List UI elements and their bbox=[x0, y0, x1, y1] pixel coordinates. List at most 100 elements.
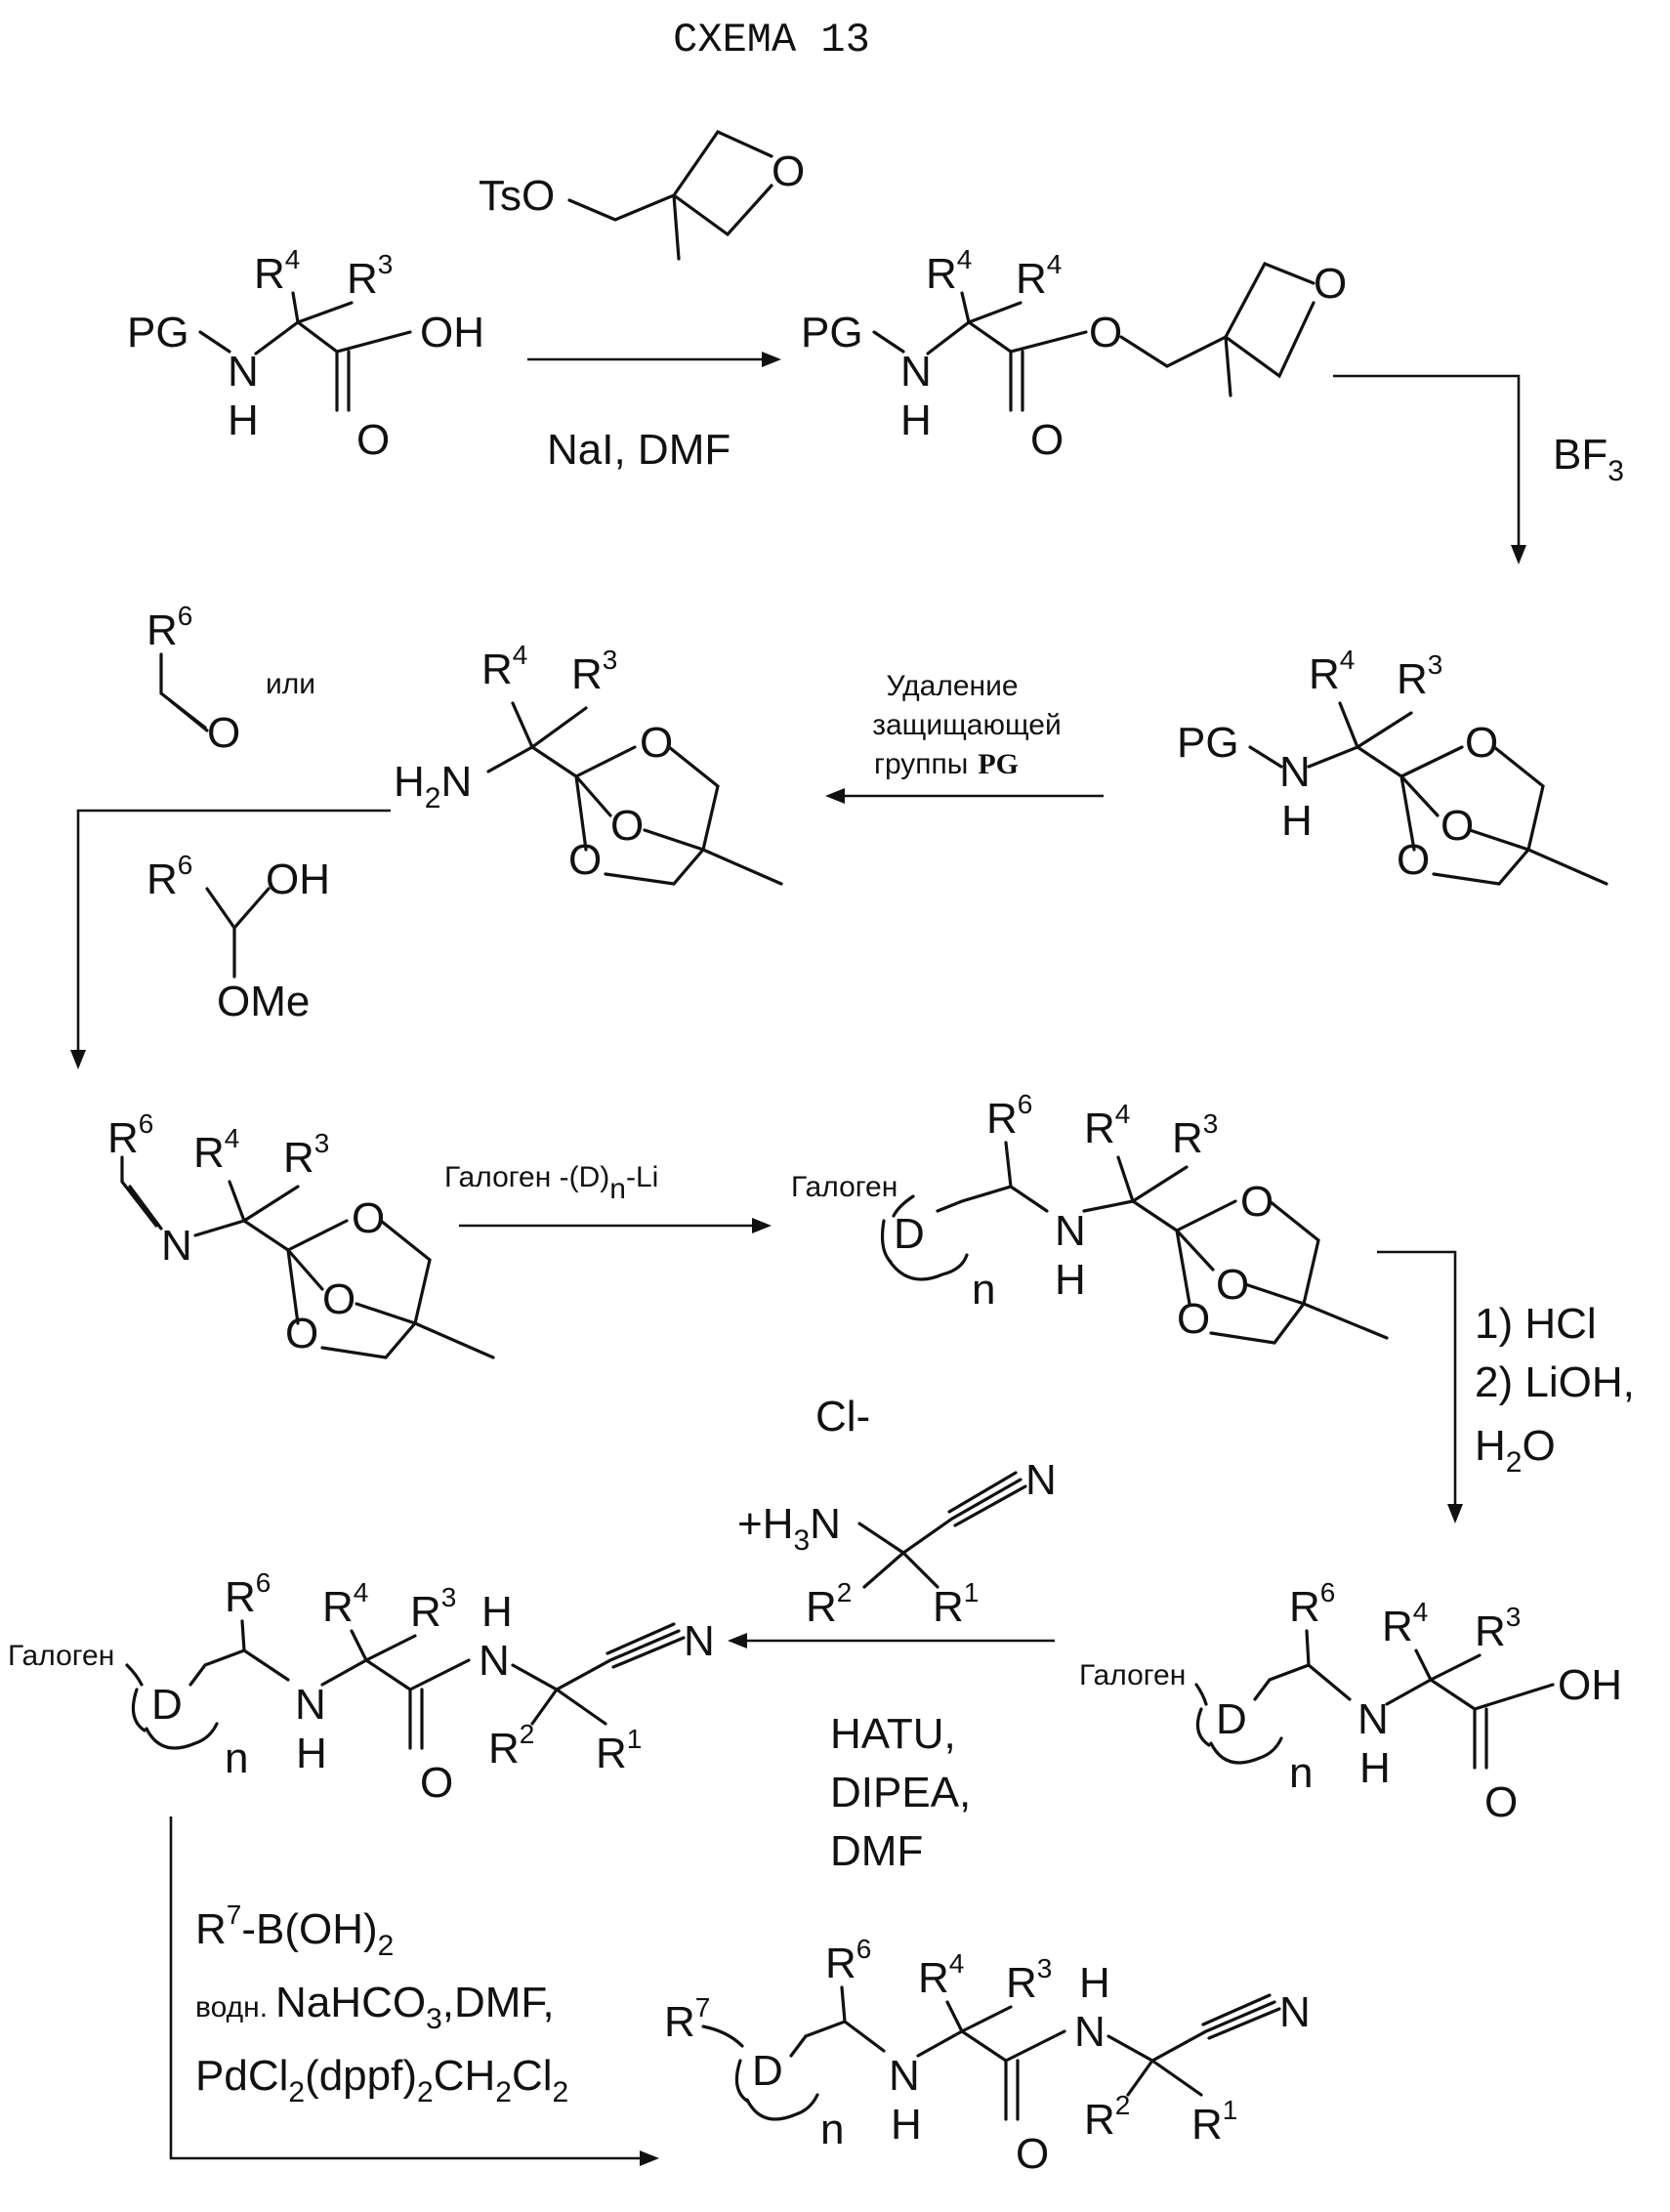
arrow-3-head bbox=[825, 788, 845, 804]
ring-o3-label: O bbox=[1177, 1295, 1210, 1343]
n-label: N bbox=[228, 348, 259, 396]
r3-label: R3 bbox=[1172, 1108, 1218, 1162]
n-subscript-label: n bbox=[972, 1266, 995, 1314]
oh-label: OH bbox=[1558, 1661, 1622, 1709]
n-subscript-label: n bbox=[1289, 1749, 1313, 1797]
h-label: H bbox=[296, 1730, 327, 1777]
tso-label: TsO bbox=[479, 172, 555, 220]
d-label: D bbox=[894, 1210, 925, 1258]
amide-h-label: H bbox=[481, 1588, 513, 1636]
carbonyl-o-label: O bbox=[1030, 416, 1064, 464]
r4-label: R4 bbox=[322, 1577, 368, 1631]
oxetane-o-label: O bbox=[1314, 260, 1347, 308]
n-subscript-label: n bbox=[225, 1734, 248, 1782]
h2n-label: H2N bbox=[394, 758, 472, 814]
arrow-4-head bbox=[70, 1050, 86, 1069]
reagent-dipea: DIPEA, bbox=[830, 1769, 971, 1816]
n-label: N bbox=[161, 1222, 192, 1270]
compound-protected-orthoester: PG N H R4 R3 O O O bbox=[1177, 645, 1607, 884]
oh-label: OH bbox=[266, 856, 330, 903]
n-label: N bbox=[1357, 1695, 1389, 1743]
r4-label: R4 bbox=[254, 244, 300, 298]
r4b-label: R4 bbox=[1016, 249, 1062, 303]
pg-label: PG bbox=[127, 309, 189, 356]
compound-amino-acid: PG N H R4 R3 OH O bbox=[127, 244, 484, 464]
r6-label: R6 bbox=[107, 1108, 153, 1162]
arrow-8-head bbox=[640, 2150, 659, 2166]
reagent-hcl: 1) HCl bbox=[1475, 1300, 1597, 1348]
compound-final-product: R7 D n R6 N H R4 R3 H N O N R2 R1 bbox=[664, 1934, 1311, 2178]
bonds bbox=[889, 1143, 1387, 1343]
r6-label: R6 bbox=[146, 850, 192, 903]
arrow-5-head bbox=[752, 1218, 772, 1233]
compound-halo-amine-orthoester: Галоген D n R6 N H R4 R3 O O O bbox=[791, 1089, 1387, 1343]
pg-label: PG bbox=[801, 309, 863, 356]
ring-arc bbox=[736, 2061, 748, 2102]
bonds bbox=[488, 703, 781, 884]
r4-label: R4 bbox=[918, 1948, 964, 2002]
h-label: H bbox=[891, 2101, 922, 2149]
compound-halo-amino-acid: Галоген D n R6 N H R4 R3 OH O bbox=[1079, 1577, 1622, 1826]
r1-label: R1 bbox=[933, 1577, 979, 1631]
r6-label: R6 bbox=[825, 1934, 871, 1987]
ring-o1-label: O bbox=[1465, 719, 1498, 767]
n-label: N bbox=[1055, 1207, 1086, 1255]
nitrile-n-label: N bbox=[1025, 1456, 1057, 1504]
arrow-6-head bbox=[1447, 1504, 1463, 1523]
r3-label: R3 bbox=[1475, 1602, 1521, 1655]
h-label: H bbox=[1055, 1256, 1086, 1304]
amide-n-label: N bbox=[479, 1637, 510, 1685]
ring-o2-label: O bbox=[322, 1275, 355, 1323]
pg-label: PG bbox=[1177, 719, 1239, 767]
ester-o-label: O bbox=[1089, 309, 1122, 356]
reagent-tosylate: TsO O bbox=[479, 132, 805, 259]
halogen-label: Галоген bbox=[791, 1171, 898, 1203]
bonds bbox=[859, 1473, 1025, 1587]
r3-label: R3 bbox=[410, 1582, 456, 1636]
compound-imine-orthoester: R6 N R4 R3 O O O bbox=[107, 1108, 493, 1357]
r6-label: R6 bbox=[986, 1089, 1032, 1143]
r6-label: R6 bbox=[225, 1567, 271, 1621]
reagent-palladium: PdCl2(dppf)2CH2Cl2 bbox=[195, 2052, 568, 2108]
reagent-hemiacetal: R6 OH OMe bbox=[146, 850, 330, 1025]
d-label: D bbox=[1216, 1695, 1247, 1743]
reagent-hatu: HATU, bbox=[830, 1710, 956, 1758]
r4-label: R4 bbox=[1309, 645, 1355, 698]
r3-label: R3 bbox=[283, 1128, 329, 1182]
arrow-1-head bbox=[762, 352, 781, 367]
n-label: N bbox=[1279, 748, 1311, 796]
r4-label: R4 bbox=[1382, 1597, 1428, 1650]
compound-halo-nitrile-amide: Галоген D n R6 N H R4 R3 H N O N R2 R1 bbox=[8, 1567, 715, 1807]
reagent-boronic-acid: R7-B(OH)2 bbox=[195, 1899, 394, 1962]
n-label: N bbox=[295, 1681, 326, 1729]
o-label: O bbox=[356, 416, 390, 464]
h3n-label: +H3N bbox=[737, 1500, 841, 1557]
reagent-deprotect-line2: защищающей bbox=[872, 709, 1062, 741]
d-label: D bbox=[151, 1681, 183, 1729]
amide-h-label: H bbox=[1079, 1959, 1110, 2007]
r4-label: R4 bbox=[193, 1123, 239, 1177]
r2-label: R2 bbox=[488, 1719, 534, 1773]
nitrile-n-label: N bbox=[684, 1617, 715, 1665]
bonds bbox=[703, 1987, 1279, 2119]
reagent-deprotect-line3: группыPG bbox=[874, 748, 1019, 780]
r3-label: R3 bbox=[347, 249, 393, 303]
n-label: N bbox=[900, 348, 932, 396]
halogen-label: Галоген bbox=[1079, 1659, 1186, 1691]
r4-label: R4 bbox=[481, 640, 527, 693]
d-label: D bbox=[752, 2047, 783, 2095]
bonds bbox=[161, 654, 207, 730]
ring-o1-label: O bbox=[640, 719, 673, 767]
reagent-deprotect-line1: Удаление bbox=[886, 670, 1018, 702]
oxetane-o-label: O bbox=[772, 147, 805, 195]
n-label: N bbox=[889, 2052, 920, 2100]
n-subscript-label: n bbox=[820, 2106, 844, 2153]
ome-label: OMe bbox=[217, 978, 310, 1025]
reagent-lioh: 2) LiOH, bbox=[1475, 1358, 1635, 1406]
arrow-7-head bbox=[728, 1633, 747, 1649]
r6-label: R6 bbox=[1289, 1577, 1335, 1631]
r2-label: R2 bbox=[806, 1577, 852, 1631]
carbonyl-o-label: O bbox=[1484, 1778, 1518, 1826]
aldehyde-o-label: O bbox=[207, 709, 240, 757]
r3-label: R3 bbox=[571, 645, 617, 698]
